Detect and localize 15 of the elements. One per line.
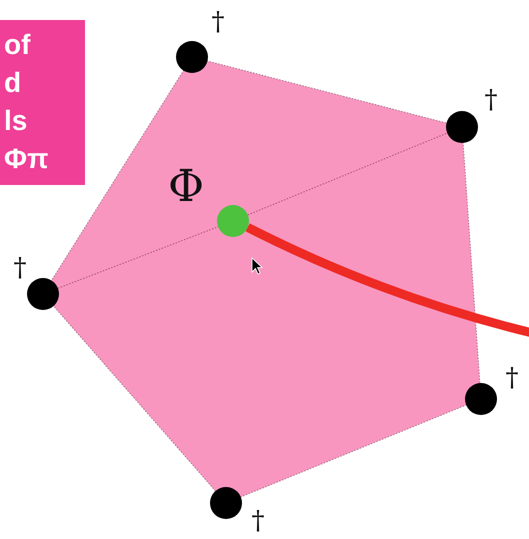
dagger-mark: † xyxy=(212,9,224,35)
phi-label: Φ xyxy=(168,165,204,209)
vertex-dot xyxy=(27,278,59,310)
vertex-dot xyxy=(446,111,478,143)
dotted-line xyxy=(57,226,219,289)
dagger-mark: † xyxy=(14,255,26,281)
text-card xyxy=(0,20,85,185)
dagger-mark: † xyxy=(506,365,518,391)
dotted-line xyxy=(247,132,448,216)
vertex-dot xyxy=(210,487,242,519)
vertex-dot xyxy=(176,41,208,73)
dagger-mark: † xyxy=(252,508,264,534)
vertex-dot xyxy=(465,383,497,415)
dagger-mark: † xyxy=(484,87,498,113)
card-text: of d ls Φπ xyxy=(4,28,50,176)
